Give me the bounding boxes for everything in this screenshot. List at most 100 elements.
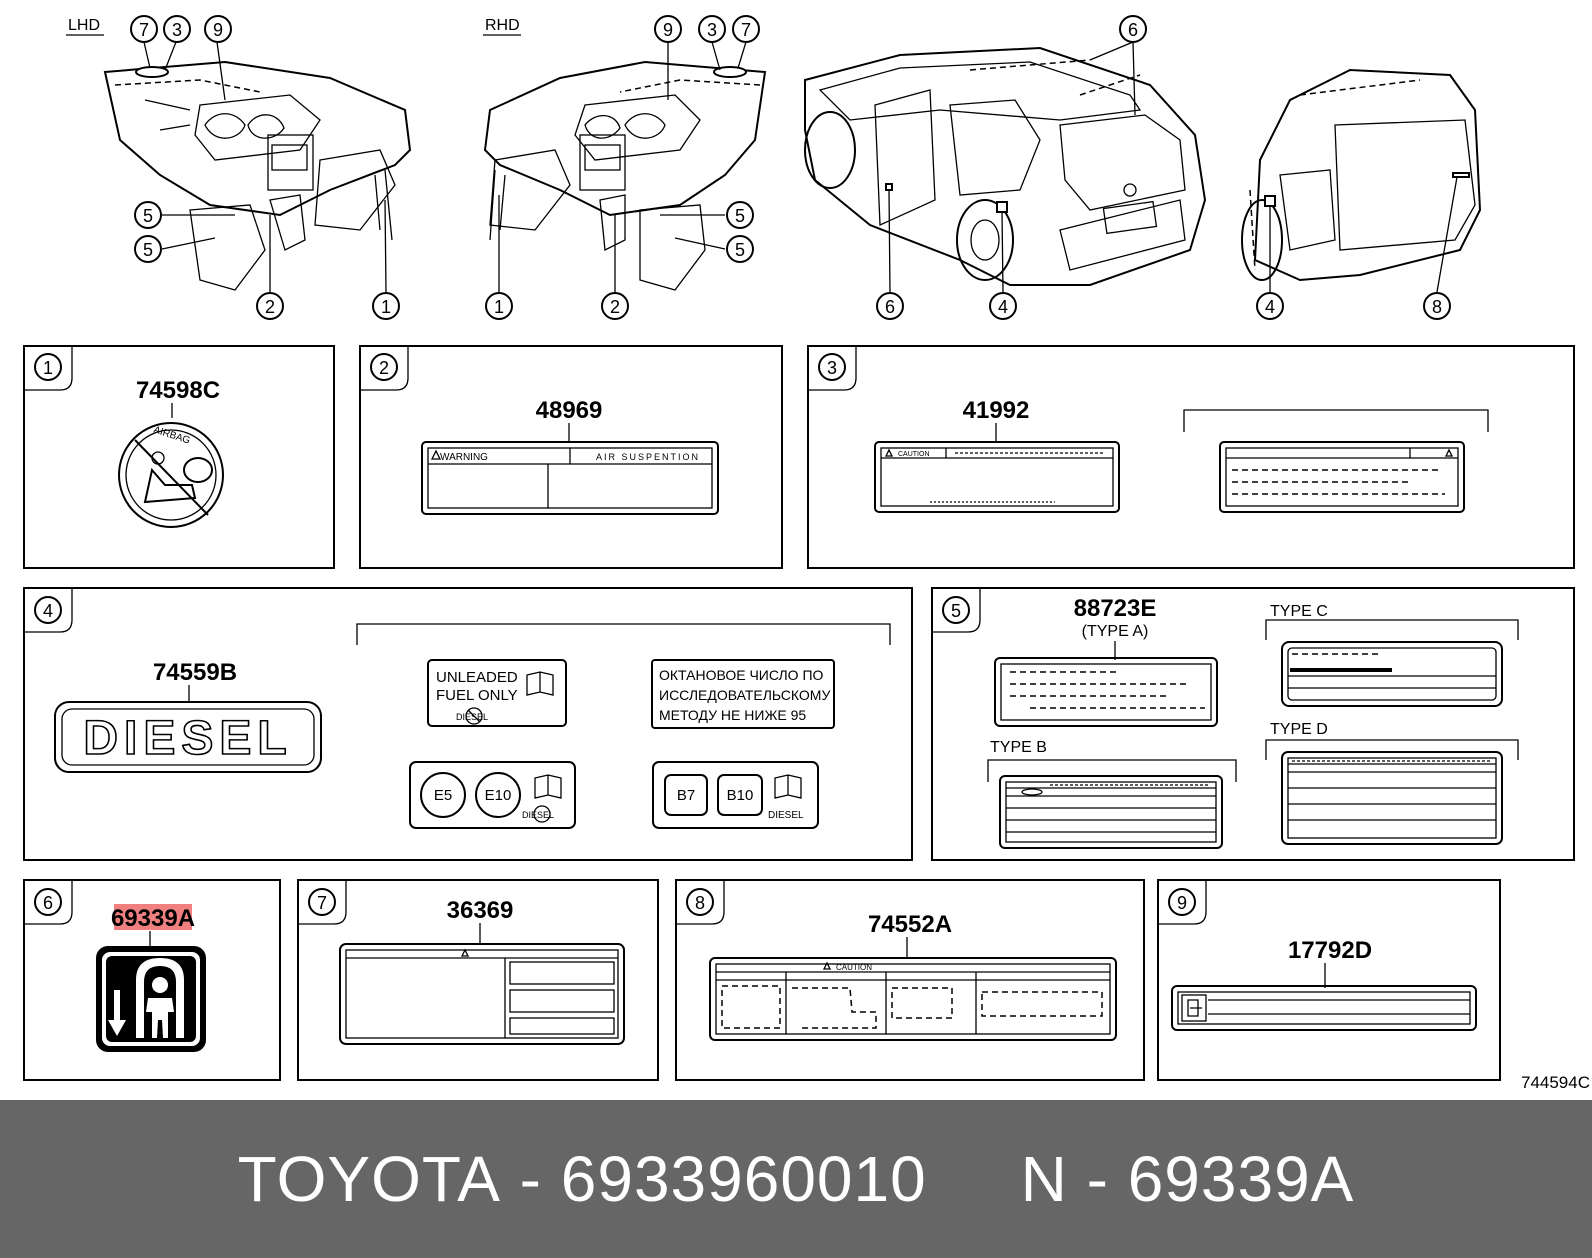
svg-text:7: 7	[139, 20, 149, 40]
svg-text:5: 5	[735, 240, 745, 260]
svg-text:AIR SUSPENTION: AIR SUSPENTION	[596, 452, 700, 462]
svg-text:3: 3	[707, 20, 717, 40]
rhd-callout-5a: 5	[726, 201, 754, 229]
rhd-callout-2: 2	[601, 292, 629, 320]
panel-5: 5 88723E (TYPE A) TYPE C TYPE D	[931, 587, 1575, 861]
footer-ref-prefix: N	[1020, 1143, 1068, 1215]
panel-1: 1 74598C AIRBAG	[23, 345, 335, 569]
part-48969: 48969	[536, 397, 603, 424]
svg-text:DIESEL: DIESEL	[768, 810, 804, 821]
air-suspension-label: WARNING AIR SUSPENTION	[421, 441, 719, 515]
svg-text:DIESEL: DIESEL	[522, 810, 554, 820]
svg-text:3: 3	[172, 20, 182, 40]
svg-text:5: 5	[143, 240, 153, 260]
label-type-d	[1281, 751, 1503, 845]
svg-text:UNLEADED: UNLEADED	[436, 669, 518, 686]
part-74559B: 74559B	[153, 659, 237, 686]
panel-6-number: 6	[43, 893, 53, 913]
child-lock-icon	[96, 946, 206, 1052]
part-36369: 36369	[447, 897, 514, 924]
panel-5-number: 5	[951, 601, 961, 621]
svg-text:6: 6	[1128, 20, 1138, 40]
panel-4-number: 4	[43, 601, 53, 621]
svg-text:МЕТОДУ НЕ НИЖЕ 95: МЕТОДУ НЕ НИЖЕ 95	[659, 707, 806, 723]
panel-3: 3 41992 CAUTION	[807, 345, 1575, 569]
footer-separator-2: -	[1067, 1143, 1128, 1215]
lhd-callout-2: 2	[256, 292, 284, 320]
unleaded-fuel-label: UNLEADED FUEL ONLY DIESEL	[427, 659, 567, 727]
svg-text:B7: B7	[677, 787, 695, 804]
lhd-callout-9: 9	[204, 15, 232, 43]
type-d-label: TYPE D	[1270, 721, 1328, 738]
panel-8: 8 74552A CAUTION	[675, 879, 1145, 1081]
svg-text:2: 2	[610, 297, 620, 317]
svg-text:2: 2	[265, 297, 275, 317]
part-88723E: 88723E	[1074, 595, 1157, 622]
part-41992: 41992	[963, 397, 1030, 424]
label-type-a	[994, 657, 1218, 727]
vehicle-back-view: 4 8	[1241, 68, 1482, 320]
svg-text:ИССЛЕДОВАТЕЛЬСКОМУ: ИССЛЕДОВАТЕЛЬСКОМУ	[659, 687, 830, 703]
svg-text:5: 5	[735, 206, 745, 226]
panel-2-number: 2	[379, 358, 389, 378]
back-callout-4: 4	[1256, 292, 1284, 320]
svg-text:1: 1	[381, 297, 391, 317]
svg-text:1: 1	[494, 297, 504, 317]
airbag-label: AIRBAG	[118, 422, 224, 528]
vehicle-callout-6-top: 6	[1119, 15, 1147, 43]
panel-9-number: 9	[1177, 893, 1187, 913]
label-type-b	[999, 775, 1223, 849]
panel-9: 9 17792D	[1157, 879, 1501, 1081]
b7-b10-label: B7 B10 DIESEL	[652, 761, 819, 829]
svg-text:WARNING: WARNING	[440, 452, 488, 463]
lhd-callout-1: 1	[372, 292, 400, 320]
svg-text:9: 9	[213, 20, 223, 40]
vehicle-callout-6-bottom: 6	[876, 292, 904, 320]
parts-diagram: LHD 7 3 9 5 5 2 1 RHD	[23, 15, 1590, 1092]
lhd-view: LHD 7 3 9 5 5 2 1	[66, 15, 412, 320]
rhd-label: RHD	[485, 17, 520, 34]
panel-8-number: 8	[695, 893, 705, 913]
footer-brand: TOYOTA	[237, 1143, 501, 1215]
rhd-callout-9: 9	[654, 15, 682, 43]
svg-text:E5: E5	[434, 787, 452, 804]
label-41992: CAUTION	[874, 441, 1120, 513]
svg-text:4: 4	[998, 297, 1008, 317]
type-b-label: TYPE B	[990, 739, 1047, 756]
svg-text:7: 7	[741, 20, 751, 40]
rhd-callout-1: 1	[485, 292, 513, 320]
svg-text:DIESEL: DIESEL	[83, 712, 292, 765]
diesel-emblem: DIESEL	[54, 701, 322, 773]
part-69339A-highlighted: 69339A	[111, 905, 195, 932]
back-callout-8: 8	[1423, 292, 1451, 320]
part-74598C: 74598C	[136, 377, 220, 404]
svg-text:CAUTION: CAUTION	[836, 963, 872, 972]
type-a-label: (TYPE A)	[1082, 623, 1149, 640]
part-17792D: 17792D	[1288, 937, 1372, 964]
svg-text:ОКТАНОВОЕ ЧИСЛО ПО: ОКТАНОВОЕ ЧИСЛО ПО	[659, 667, 824, 683]
panel-3-number: 3	[827, 358, 837, 378]
lhd-callout-7: 7	[130, 15, 158, 43]
vehicle-rear-view: 6 6 4	[804, 15, 1207, 320]
lhd-label: LHD	[68, 17, 100, 34]
label-type-c	[1281, 641, 1503, 707]
lhd-callout-5b: 5	[134, 235, 162, 263]
svg-text:6: 6	[885, 297, 895, 317]
panel-2: 2 48969 WARNING AIR SUSPENTION	[359, 345, 783, 569]
svg-text:AIRBAG: AIRBAG	[152, 425, 192, 447]
footer-part-number: 6933960010	[560, 1143, 927, 1215]
highlight-box	[114, 904, 192, 930]
label-17792D	[1171, 985, 1477, 1031]
svg-text:DIESEL: DIESEL	[456, 712, 488, 722]
part-74552A: 74552A	[868, 911, 952, 938]
panel-7: 7 36369	[297, 879, 659, 1081]
diagram-sheet: LHD 7 3 9 5 5 2 1 RHD	[23, 15, 1590, 1092]
footer-separator-1: -	[500, 1143, 561, 1215]
svg-text:CAUTION: CAUTION	[898, 451, 930, 458]
type-c-label: TYPE C	[1270, 603, 1328, 620]
footer-gap	[927, 1142, 1021, 1216]
panel-6: 6 69339A	[23, 879, 281, 1081]
octane-russian-label: ОКТАНОВОЕ ЧИСЛО ПО ИССЛЕДОВАТЕЛЬСКОМУ МЕ…	[651, 659, 835, 729]
e5-e10-label: E5 E10 DIESEL	[409, 761, 576, 829]
svg-text:8: 8	[1432, 297, 1442, 317]
